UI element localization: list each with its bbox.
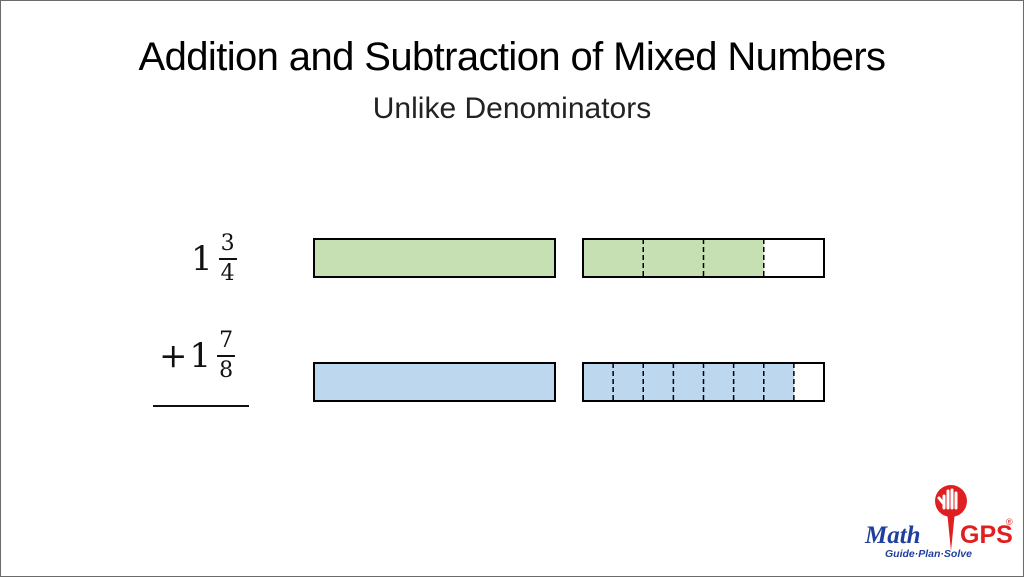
first-addend-whole-bar [313, 238, 556, 278]
hand-icon [937, 488, 958, 510]
denominator: 4 [220, 260, 235, 286]
denominator: 8 [219, 357, 234, 383]
logo-brand-gps: GPS [960, 521, 1013, 549]
numerator: 7 [219, 328, 234, 353]
logo-tagline: Guide·Plan·Solve [885, 548, 972, 560]
logo-brand-math: Math [864, 522, 921, 549]
sum-line [153, 405, 249, 407]
fraction-part: 7 8 [217, 328, 236, 383]
fraction-bar [218, 258, 237, 260]
whole-part: 1 [189, 335, 212, 376]
second-addend-whole-bar [313, 362, 556, 402]
second-addend-shaded-region [583, 363, 794, 401]
slide-subtitle: Unlike Denominators [372, 92, 652, 125]
fraction-part: 3 4 [218, 231, 237, 286]
slide-title: Addition and Subtraction of Mixed Number… [138, 35, 887, 79]
first-addend-fraction-bar-outline [582, 238, 825, 278]
second-addend-fraction-bar-outline [582, 362, 825, 402]
numerator: 3 [220, 231, 235, 256]
whole-part: 1 [191, 238, 213, 279]
plus-sign: + [159, 335, 188, 376]
map-pin-icon [947, 511, 955, 551]
fraction-bar [217, 355, 236, 357]
first-addend-shaded-region [583, 239, 764, 277]
mathgps-logo: Math GPS ® Guide·Plan·Solve [864, 485, 1013, 560]
registered-mark: ® [1006, 517, 1013, 527]
mixed-number-second: + 1 7 8 [159, 328, 236, 383]
mixed-number-first: 1 3 4 [191, 232, 237, 286]
